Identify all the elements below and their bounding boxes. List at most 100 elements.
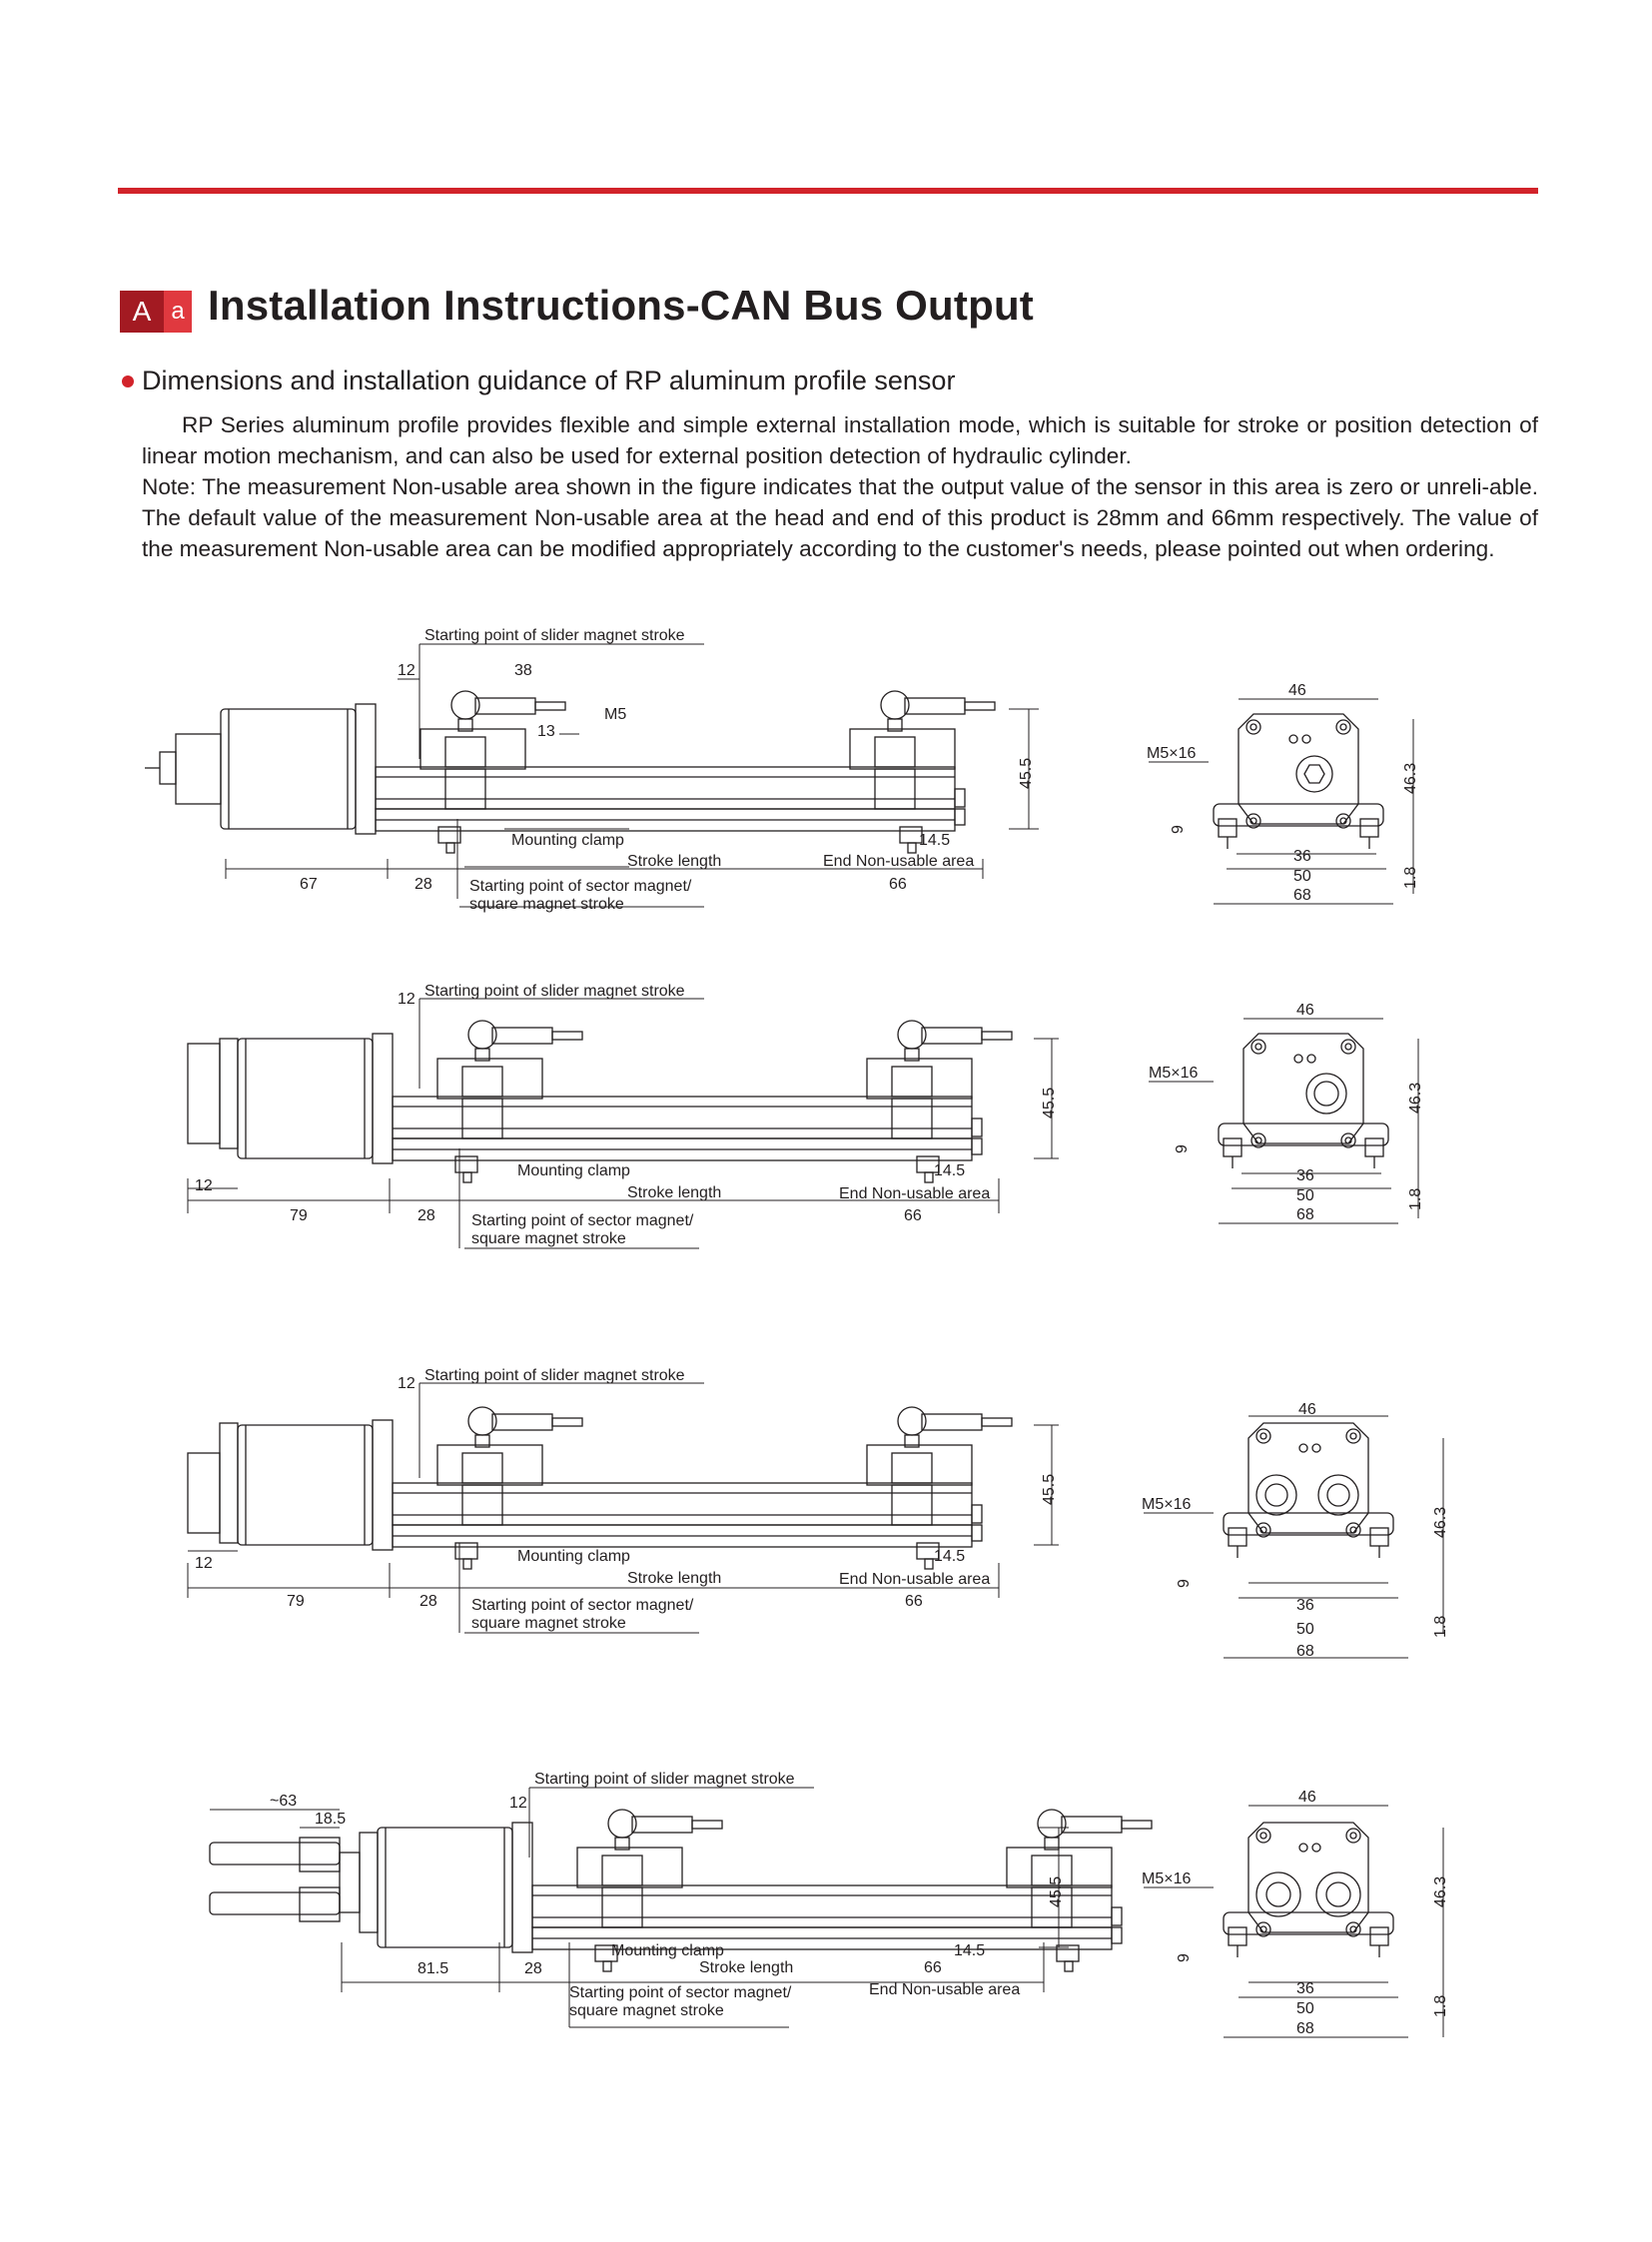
dim-66: 66 [905, 1593, 923, 1610]
label-mounting-clamp: Mounting clamp [517, 1162, 630, 1179]
end-dim-36: 36 [1293, 848, 1311, 865]
end-dim-36: 36 [1296, 1167, 1314, 1184]
dim-38: 38 [514, 662, 532, 679]
dim-12-head: 12 [195, 1177, 213, 1194]
dim-14-5: 14.5 [954, 1942, 985, 1959]
end-dim-46: 46 [1298, 1401, 1316, 1418]
label-sector-start-2: square magnet stroke [469, 896, 624, 913]
end-dim-1-8: 1.8 [1432, 1995, 1449, 2017]
badge-letter-secondary: a [164, 291, 192, 333]
dim-79: 79 [287, 1593, 305, 1610]
end-label-m5x16: M5×16 [1147, 745, 1196, 762]
end-dim-50: 50 [1296, 2000, 1314, 2017]
label-sector-start-2: square magnet stroke [471, 1615, 626, 1632]
end-dim-46: 46 [1288, 682, 1306, 699]
end-dim-1-8: 1.8 [1402, 867, 1419, 889]
end-dim-46-3: 46.3 [1402, 763, 1419, 794]
dim-45-5: 45.5 [1041, 1088, 1058, 1119]
label-sector-start-1: Starting point of sector magnet/ [569, 1984, 792, 2001]
page-title: Installation Instructions-CAN Bus Output [208, 282, 1034, 329]
endview-1: 46 M5×16 46.3 9 36 50 68 1.8 [1147, 682, 1419, 905]
end-dim-9: 9 [1174, 1144, 1191, 1153]
label-slider-start: Starting point of slider magnet stroke [424, 1367, 685, 1384]
label-slider-start: Starting point of slider magnet stroke [424, 627, 685, 644]
end-dim-1-8: 1.8 [1407, 1188, 1424, 1210]
label-stroke-length: Stroke length [627, 1570, 721, 1587]
label-sector-start-1: Starting point of sector magnet/ [469, 878, 692, 895]
label-sector-start-1: Starting point of sector magnet/ [471, 1597, 694, 1614]
dim-12: 12 [398, 1375, 415, 1392]
end-dim-9: 9 [1176, 1579, 1193, 1588]
dim-14-5: 14.5 [919, 832, 950, 849]
dim-45-5: 45.5 [1018, 758, 1035, 789]
end-dim-68: 68 [1296, 1643, 1314, 1660]
section-subtitle: Dimensions and installation guidance of … [142, 366, 956, 395]
paragraph-description: RP Series aluminum profile provides flex… [142, 412, 1538, 468]
dim-81-5: 81.5 [417, 1960, 448, 1977]
end-dim-68: 68 [1296, 2020, 1314, 2037]
dim-12: 12 [398, 991, 415, 1008]
label-sector-start-1: Starting point of sector magnet/ [471, 1212, 694, 1229]
label-end-nonusable: End Non-usable area [869, 1981, 1020, 1998]
end-dim-9: 9 [1170, 825, 1187, 834]
dim-18-5: 18.5 [315, 1811, 346, 1828]
section-badge: A a [120, 291, 192, 333]
end-dim-9: 9 [1176, 1953, 1193, 1962]
label-mounting-clamp: Mounting clamp [517, 1548, 630, 1565]
dim-14-5: 14.5 [934, 1548, 965, 1565]
dim-12: 12 [509, 1795, 527, 1812]
dim-28: 28 [417, 1207, 435, 1224]
end-dim-68: 68 [1296, 1206, 1314, 1223]
endview-2: 46 M5×16 46.3 9 36 50 68 1.8 [1149, 1002, 1424, 1224]
paragraph-note: Note: The measurement Non-usable area sh… [142, 474, 1538, 561]
end-dim-50: 50 [1296, 1187, 1314, 1204]
dim-28: 28 [524, 1960, 542, 1977]
end-dim-46-3: 46.3 [1432, 1876, 1449, 1907]
drawing-3: 12 Starting point of slider magnet strok… [187, 1367, 1059, 1634]
end-label-m5x16: M5×16 [1142, 1496, 1191, 1513]
dim-63: ~63 [270, 1793, 297, 1810]
dim-14-5: 14.5 [934, 1162, 965, 1179]
bullet-icon [122, 375, 134, 387]
label-stroke-length: Stroke length [627, 853, 721, 870]
label-slider-start: Starting point of slider magnet stroke [534, 1771, 795, 1788]
header-rule [118, 188, 1538, 194]
dim-13: 13 [537, 723, 555, 740]
end-dim-46: 46 [1298, 1789, 1316, 1806]
label-stroke-length: Stroke length [699, 1959, 793, 1976]
dim-79: 79 [290, 1207, 308, 1224]
end-dim-50: 50 [1293, 868, 1311, 885]
end-dim-46-3: 46.3 [1432, 1507, 1449, 1538]
end-dim-50: 50 [1296, 1621, 1314, 1638]
end-dim-36: 36 [1296, 1980, 1314, 1997]
end-dim-68: 68 [1293, 887, 1311, 904]
drawing-4: ~63 18.5 12 Starting point of slider mag… [209, 1771, 1153, 2028]
dim-28: 28 [414, 876, 432, 893]
body-text: RP Series aluminum profile provides flex… [142, 409, 1538, 564]
label-mounting-clamp: Mounting clamp [611, 1942, 724, 1959]
dim-12: 12 [398, 662, 415, 679]
label-end-nonusable: End Non-usable area [839, 1185, 990, 1202]
label-sector-start-2: square magnet stroke [471, 1230, 626, 1247]
dim-28: 28 [419, 1593, 437, 1610]
drawing-1: Starting point of slider magnet stroke 1… [145, 627, 1039, 913]
dim-66: 66 [904, 1207, 922, 1224]
end-label-m5x16: M5×16 [1142, 1870, 1191, 1887]
label-slider-start: Starting point of slider magnet stroke [424, 983, 685, 1000]
end-dim-36: 36 [1296, 1597, 1314, 1614]
drawing-2: 12 Starting point of slider magnet strok… [187, 983, 1059, 1249]
end-dim-46: 46 [1296, 1002, 1314, 1019]
endview-4: 46 M5×16 46.3 9 36 50 68 1.8 [1142, 1789, 1449, 2038]
label-end-nonusable: End Non-usable area [839, 1571, 990, 1588]
dim-67: 67 [300, 876, 318, 893]
badge-letter-primary: A [120, 291, 164, 333]
dim-12-head: 12 [195, 1555, 213, 1572]
endview-3: 46 M5×16 46.3 9 36 50 68 1.8 [1142, 1401, 1449, 1660]
label-sector-start-2: square magnet stroke [569, 2002, 724, 2019]
end-label-m5x16: M5×16 [1149, 1065, 1198, 1082]
dim-66: 66 [889, 876, 907, 893]
end-dim-1-8: 1.8 [1432, 1616, 1449, 1638]
label-end-nonusable: End Non-usable area [823, 853, 974, 870]
end-dim-46-3: 46.3 [1407, 1083, 1424, 1114]
